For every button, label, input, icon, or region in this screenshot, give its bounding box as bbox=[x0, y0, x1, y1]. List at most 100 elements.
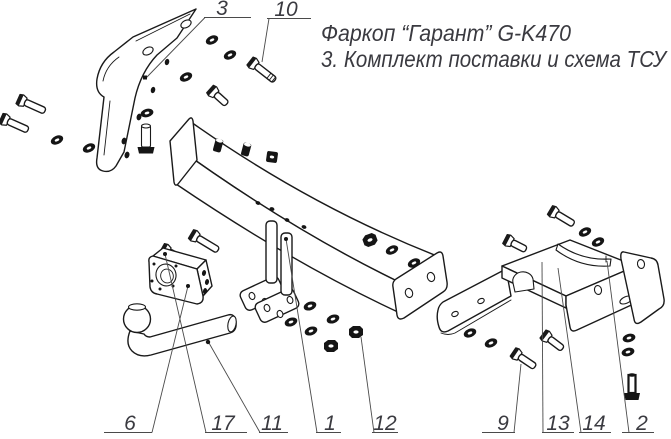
plate-hole bbox=[404, 287, 414, 299]
washer bbox=[204, 33, 220, 47]
hex-bolt bbox=[501, 233, 528, 253]
bracket-slot bbox=[136, 113, 142, 121]
bracket-slot bbox=[124, 151, 130, 159]
washer bbox=[483, 336, 499, 350]
bracket-thickness-line bbox=[102, 56, 120, 82]
callout-14 bbox=[557, 267, 611, 433]
part-label-9: 9 bbox=[497, 412, 509, 435]
bracket-thickness-line bbox=[135, 13, 191, 42]
part-label-13: 13 bbox=[546, 412, 570, 435]
bracket-slot bbox=[150, 86, 156, 94]
housing-hole bbox=[158, 287, 162, 291]
beam-bolt-hole bbox=[301, 225, 307, 229]
leader-dot bbox=[205, 339, 211, 345]
bracket-front-plate bbox=[254, 232, 300, 323]
hex-bolt bbox=[509, 346, 537, 370]
washer bbox=[462, 326, 478, 340]
washer bbox=[590, 235, 606, 249]
hex-nut bbox=[349, 326, 363, 338]
washer bbox=[283, 315, 299, 329]
callout-12 bbox=[360, 336, 398, 433]
callout-10 bbox=[261, 18, 311, 63]
channel-notch bbox=[512, 271, 535, 293]
part-label-12: 12 bbox=[373, 412, 397, 435]
part-label-17: 17 bbox=[211, 412, 236, 435]
center-bracket bbox=[239, 220, 300, 323]
stud-bolt-dark bbox=[624, 373, 640, 400]
beam-bolt-hole bbox=[284, 218, 290, 222]
plate-hole bbox=[426, 271, 436, 283]
bracket-plate bbox=[95, 8, 197, 173]
stud-bolt bbox=[137, 123, 155, 154]
washer bbox=[222, 48, 238, 62]
housing-hole bbox=[152, 262, 156, 266]
bracket-slot bbox=[121, 137, 127, 145]
front-plate-hole bbox=[593, 284, 603, 296]
leader-dot bbox=[186, 284, 190, 288]
hex-nut bbox=[324, 340, 338, 352]
title-line-2: 3. Комплект поставки и схема ТСУ bbox=[321, 46, 668, 72]
washer bbox=[620, 346, 636, 358]
strap-hole bbox=[477, 297, 485, 305]
crossbeam bbox=[169, 117, 448, 320]
beam-left-end-plate bbox=[169, 117, 198, 186]
callout-6 bbox=[104, 284, 190, 433]
side-strap bbox=[436, 268, 512, 335]
beam-bolt-hole bbox=[255, 201, 261, 205]
hex-bolt bbox=[187, 228, 220, 253]
bracket-hole bbox=[263, 303, 271, 313]
callout-3 bbox=[143, 17, 251, 80]
ball-housing bbox=[148, 247, 213, 305]
part-label-1: 1 bbox=[324, 412, 336, 435]
flange-slot bbox=[201, 270, 207, 276]
part-label-10: 10 bbox=[274, 0, 298, 21]
part-label-14: 14 bbox=[582, 412, 605, 435]
hex-bolt bbox=[14, 92, 47, 114]
housing-hole bbox=[150, 279, 154, 283]
flange-slot bbox=[204, 279, 210, 285]
washer bbox=[178, 70, 194, 84]
title-line-1: Фаркоп “Гарант” G-K470 bbox=[321, 20, 571, 46]
washer bbox=[139, 107, 155, 119]
washer bbox=[81, 141, 97, 155]
hex-bolt bbox=[205, 83, 229, 107]
towball-arm bbox=[122, 303, 237, 357]
washer bbox=[621, 332, 637, 344]
arm-shaft bbox=[127, 313, 237, 357]
part-label-11: 11 bbox=[261, 412, 283, 435]
callout-17 bbox=[163, 252, 247, 433]
end-plate-hole bbox=[636, 258, 646, 270]
callout-11 bbox=[205, 339, 288, 433]
hex-bolt bbox=[0, 111, 30, 133]
spacer-sleeve bbox=[240, 142, 252, 157]
leader-dot bbox=[143, 75, 147, 80]
side-bracket-assembly bbox=[436, 239, 665, 335]
leader-dot bbox=[284, 237, 288, 241]
washer bbox=[49, 133, 65, 147]
bracket-thickness-line bbox=[103, 100, 111, 156]
bracket-hole bbox=[142, 46, 154, 56]
bracket-hole bbox=[286, 295, 294, 305]
end-plate bbox=[620, 251, 665, 325]
left-mount-bracket bbox=[95, 8, 197, 173]
hex-bolt bbox=[546, 204, 576, 227]
gusset-cradle bbox=[555, 243, 612, 267]
callout-13 bbox=[541, 261, 574, 433]
leader-dot bbox=[163, 252, 167, 256]
beam-bolt-hole bbox=[269, 207, 275, 211]
beam-right-end-plate bbox=[392, 251, 448, 320]
callout-9 bbox=[482, 363, 522, 433]
housing-hole bbox=[174, 264, 178, 268]
washer bbox=[303, 324, 319, 338]
callout-2 bbox=[606, 260, 654, 433]
washer bbox=[302, 299, 318, 313]
bracket-hole bbox=[248, 291, 256, 301]
hex-bolt bbox=[538, 328, 565, 352]
part-label-3: 3 bbox=[216, 0, 228, 20]
bracket-hole bbox=[180, 19, 192, 29]
part-label-6: 6 bbox=[124, 412, 136, 435]
strap-thickness bbox=[440, 299, 512, 335]
callout-1 bbox=[284, 237, 341, 433]
